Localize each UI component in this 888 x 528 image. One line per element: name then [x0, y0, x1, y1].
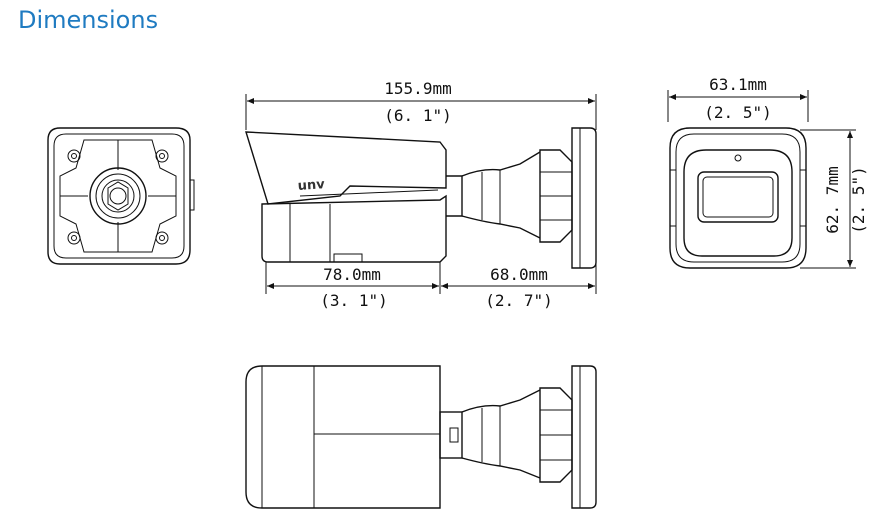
side-view — [245, 94, 597, 294]
brand-logo: unv — [297, 177, 325, 194]
top-view — [245, 365, 597, 509]
front-view — [47, 127, 195, 265]
rear-front-view — [667, 90, 856, 269]
total-length-mm: 155.9mm — [384, 79, 451, 98]
body-length-mm: 78.0mm — [323, 265, 381, 284]
mount-length-mm: 68.0mm — [490, 265, 548, 284]
section-title: Dimensions — [18, 6, 159, 34]
total-length-in: (6. 1") — [384, 106, 451, 125]
width-mm: 63.1mm — [709, 75, 767, 94]
height-in: (2. 5") — [849, 166, 868, 233]
width-in: (2. 5") — [704, 103, 771, 122]
height-mm: 62. 7mm — [823, 166, 842, 233]
body-length-in: (3. 1") — [320, 291, 387, 310]
mount-length-in: (2. 7") — [485, 291, 552, 310]
